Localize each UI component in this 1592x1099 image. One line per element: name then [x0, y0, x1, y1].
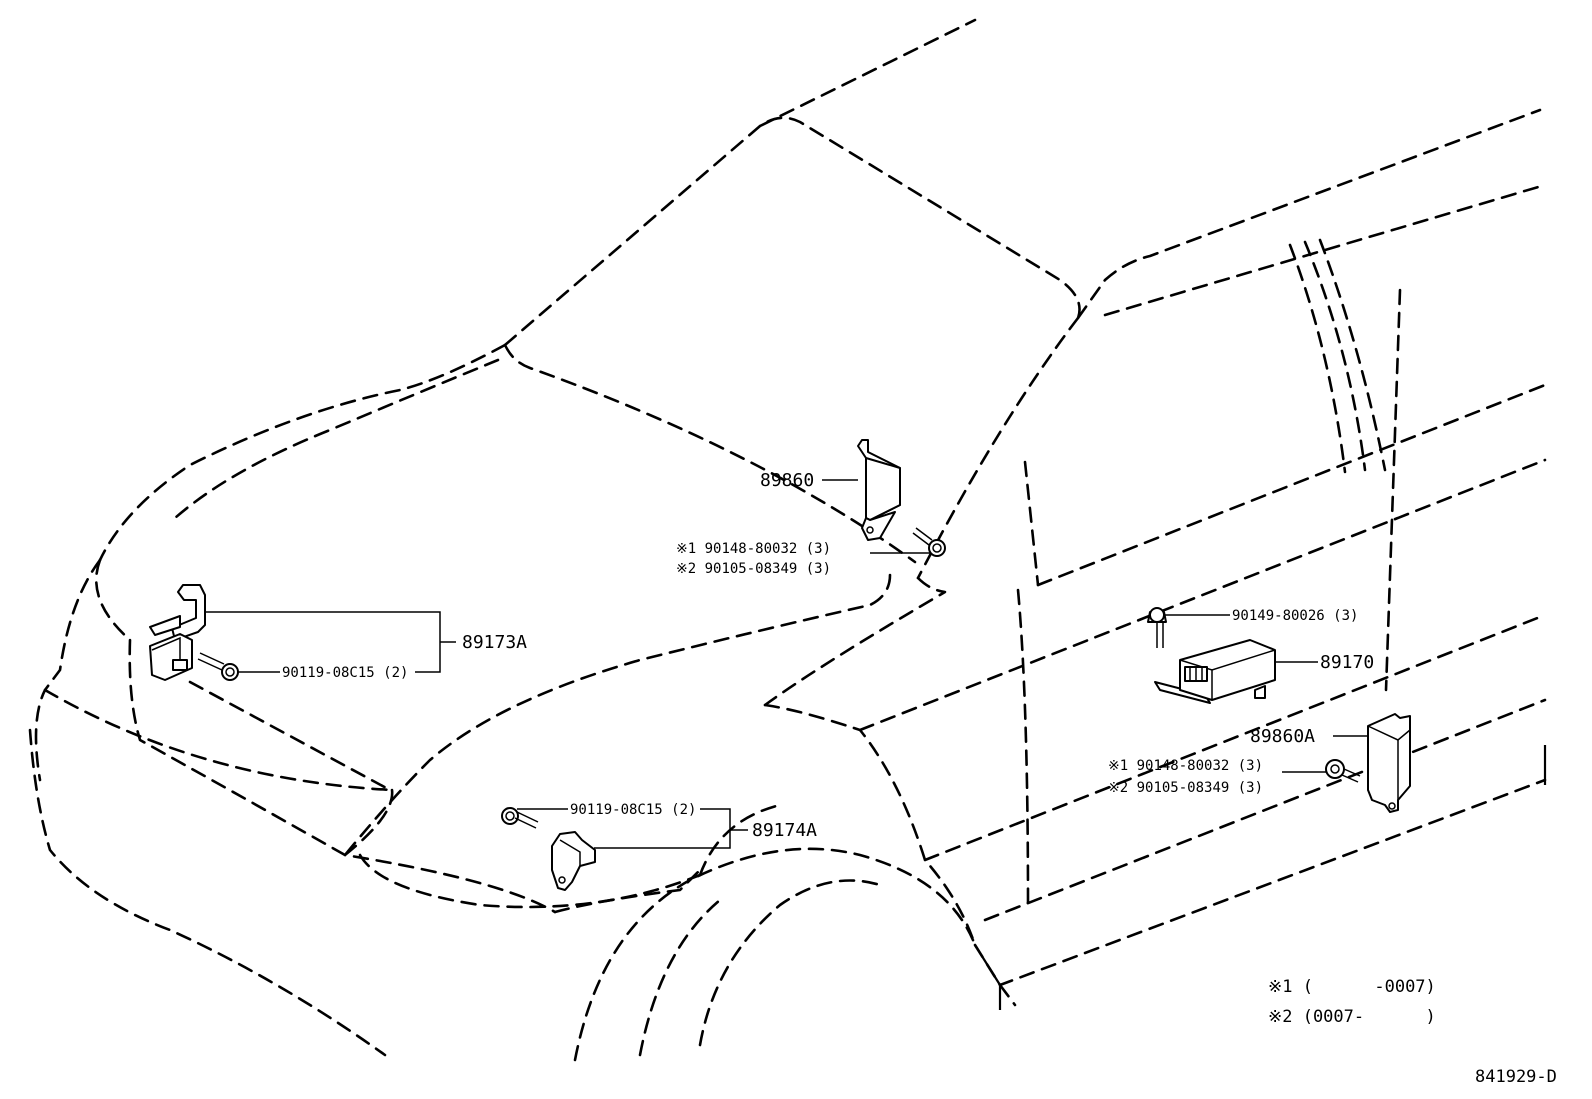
diagram-id: 841929-D — [1475, 1067, 1557, 1087]
height-sensor-89173A-icon[interactable] — [149, 584, 206, 681]
label-89170: 89170 — [1320, 652, 1374, 673]
label-89860A-bolt-1: ※1 90148-80032 (3) — [1108, 758, 1263, 774]
label-89860-bolt-2: ※2 90105-08349 (3) — [676, 561, 831, 577]
car-body-outline — [28, 18, 1547, 1062]
car-body-solid-edges — [974, 745, 1547, 1010]
legend-note-1: ※1 ( -0007) — [1268, 977, 1436, 997]
bolt-89170-icon — [1147, 607, 1167, 648]
label-89860A-bolt-2: ※2 90105-08349 (3) — [1108, 780, 1263, 796]
label-89170-bolt: 90149-80026 (3) — [1232, 608, 1358, 624]
sensor-89174A-icon[interactable] — [551, 831, 596, 891]
label-89174A-bolt: 90119-08C15 (2) — [570, 802, 696, 818]
bolt-89173A-icon — [197, 652, 239, 681]
label-89860-bolt-1: ※1 90148-80032 (3) — [676, 541, 831, 557]
bolt-89860A-icon — [1325, 759, 1361, 783]
label-89860A: 89860A — [1250, 726, 1315, 747]
sensor-89860A-icon[interactable] — [1367, 713, 1411, 813]
label-89173A: 89173A — [462, 632, 527, 653]
ecu-89170-icon[interactable] — [1154, 639, 1276, 704]
legend-note-2: ※2 (0007- ) — [1268, 1007, 1436, 1027]
sensor-89860-icon[interactable] — [857, 439, 901, 541]
bolt-89174A-icon — [501, 807, 539, 829]
label-89173A-bolt: 90119-08C15 (2) — [282, 665, 408, 681]
label-89860: 89860 — [760, 470, 814, 491]
bolt-89860-icon — [912, 527, 946, 557]
label-89174A: 89174A — [752, 820, 817, 841]
